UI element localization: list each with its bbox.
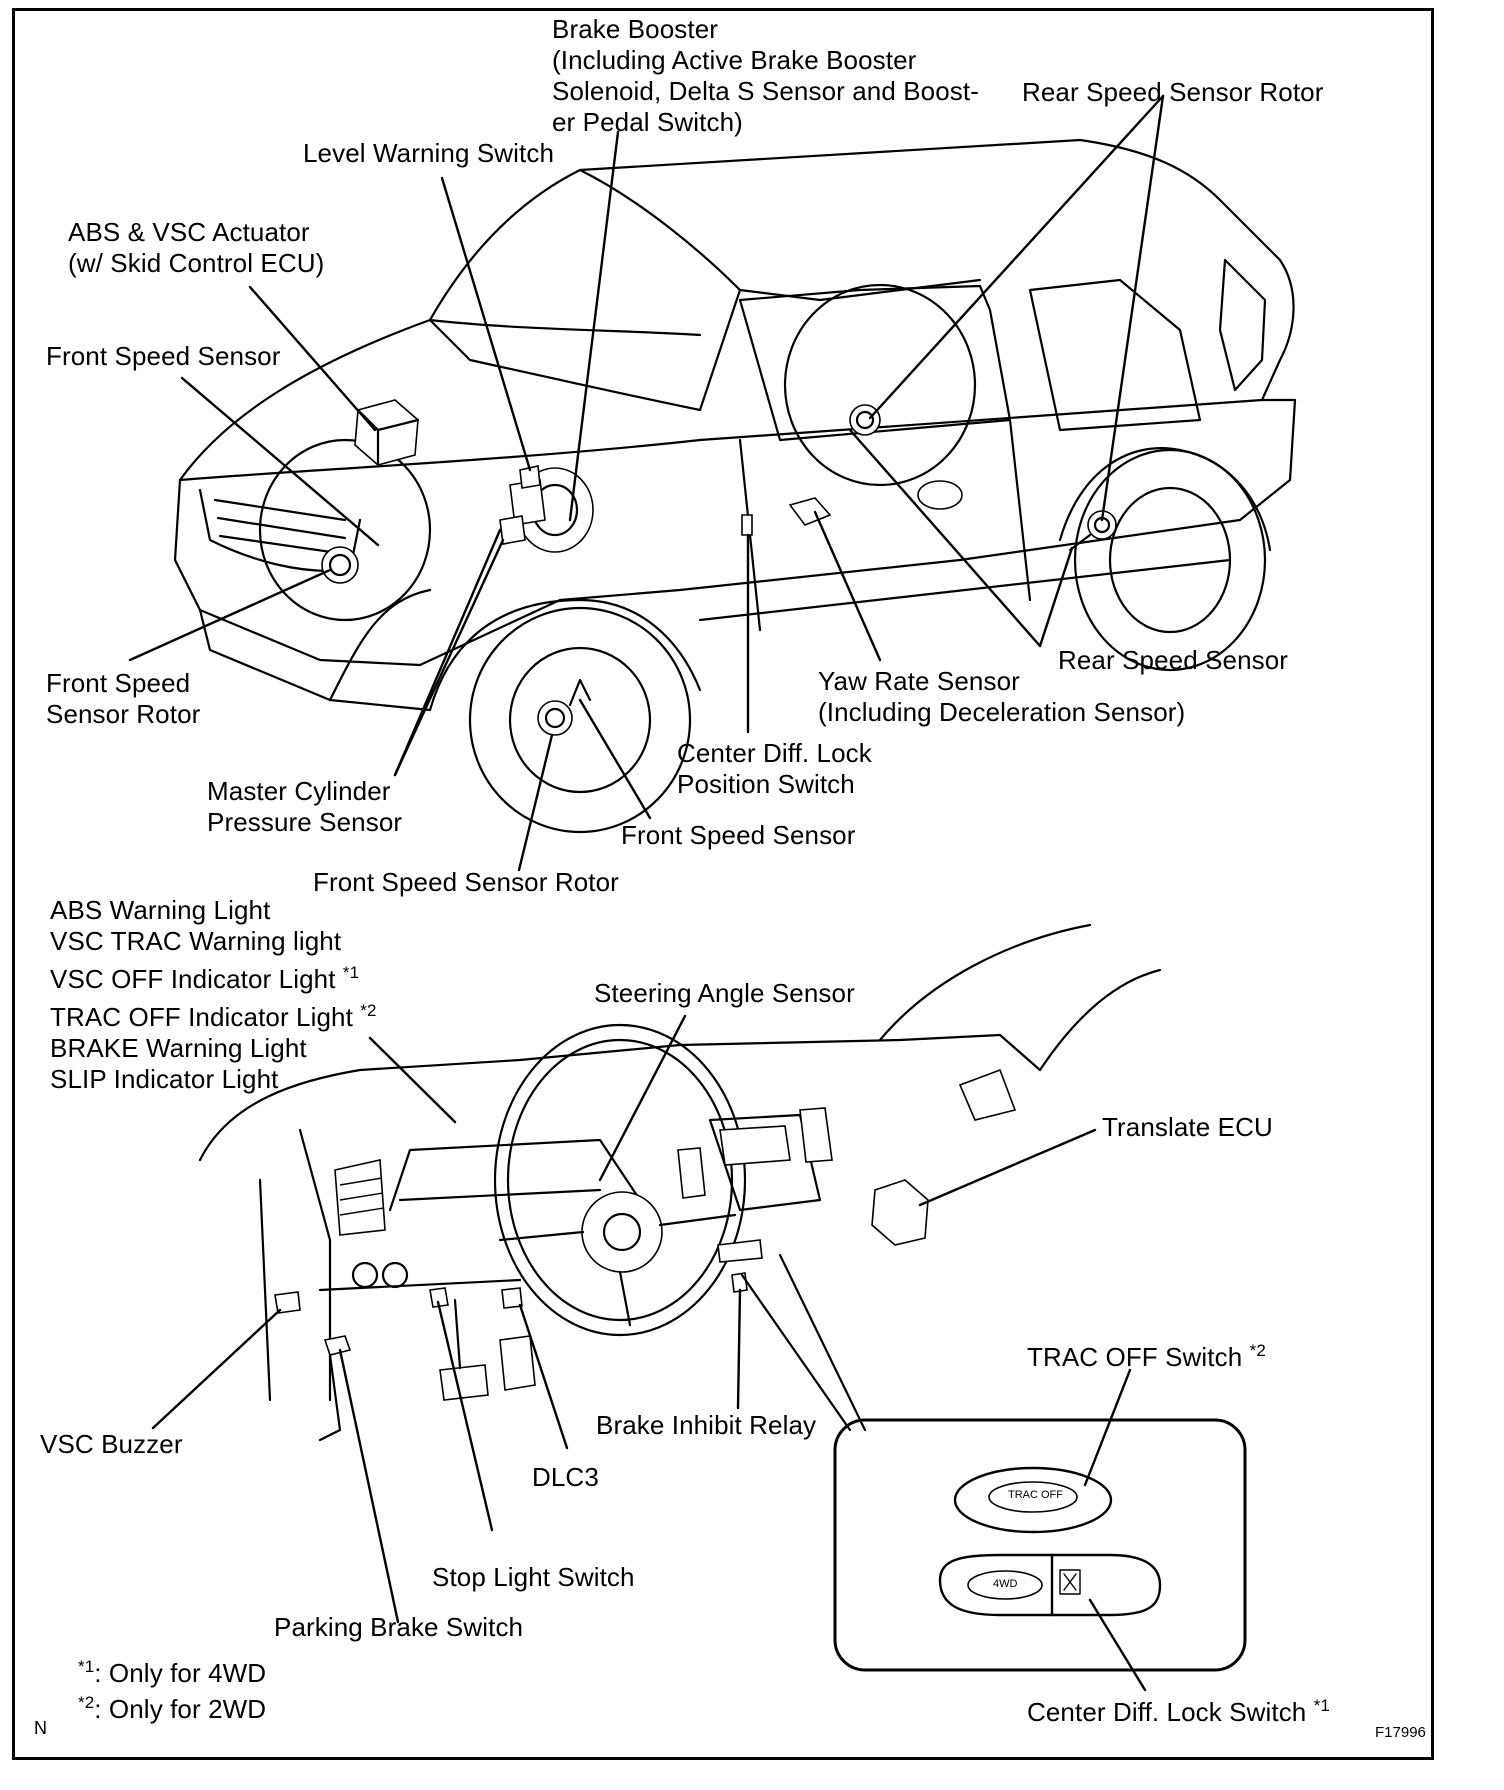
abs-vsc-actuator-label: ABS & VSC Actuator (w/ Skid Control ECU) <box>68 217 325 278</box>
diagram-frame <box>12 8 1434 1760</box>
front-speed-sensor-rotor-label-left: Front Speed Sensor Rotor <box>46 668 201 729</box>
front-speed-sensor-rotor-label-bottom: Front Speed Sensor Rotor <box>313 867 619 897</box>
brake-booster-label: Brake Booster (Including Active Brake Bo… <box>552 14 979 137</box>
corner-mark: N <box>34 1718 47 1738</box>
brake-inhibit-relay-label: Brake Inhibit Relay <box>596 1410 817 1440</box>
trac-off-switch-label: TRAC OFF Switch *2 <box>1027 1341 1266 1372</box>
rear-speed-sensor-rotor-label: Rear Speed Sensor Rotor <box>1022 77 1324 107</box>
dlc3-label: DLC3 <box>532 1462 599 1492</box>
trac-off-switch-face: TRAC OFF <box>1008 1489 1063 1501</box>
yaw-rate-sensor-label: Yaw Rate Sensor (Including Deceleration … <box>818 666 1186 727</box>
leader-lines <box>128 94 1165 1692</box>
dashboard-outline <box>198 923 1162 1442</box>
center-diff-lock-position-switch-label: Center Diff. Lock Position Switch <box>677 738 872 799</box>
center-diff-lock-switch-label: Center Diff. Lock Switch *1 <box>1027 1696 1330 1727</box>
vehicle-outline <box>173 138 1297 834</box>
footnote-4wd: *1: Only for 4WD <box>78 1657 267 1688</box>
switch-inset <box>740 1253 1247 1672</box>
level-warning-switch-label: Level Warning Switch <box>303 138 555 168</box>
footnote-2wd: *2: Only for 2WD <box>78 1693 267 1724</box>
warning-lights-label: ABS Warning Light VSC TRAC Warning light… <box>50 895 377 1094</box>
steering-angle-sensor-label: Steering Angle Sensor <box>594 978 855 1008</box>
parking-brake-switch-label: Parking Brake Switch <box>274 1612 524 1642</box>
front-speed-sensor-label-bottom: Front Speed Sensor <box>621 820 856 850</box>
four-wd-switch-face: 4WD <box>993 1578 1018 1590</box>
translate-ecu-label: Translate ECU <box>1102 1112 1273 1142</box>
vsc-buzzer-label: VSC Buzzer <box>40 1429 183 1459</box>
rear-speed-sensor-label: Rear Speed Sensor <box>1058 645 1289 675</box>
figure-code: F17996 <box>1375 1724 1426 1741</box>
master-cylinder-pressure-sensor-label: Master Cylinder Pressure Sensor <box>207 776 403 837</box>
front-speed-sensor-label-top: Front Speed Sensor <box>46 341 281 371</box>
stop-light-switch-label: Stop Light Switch <box>432 1562 635 1592</box>
